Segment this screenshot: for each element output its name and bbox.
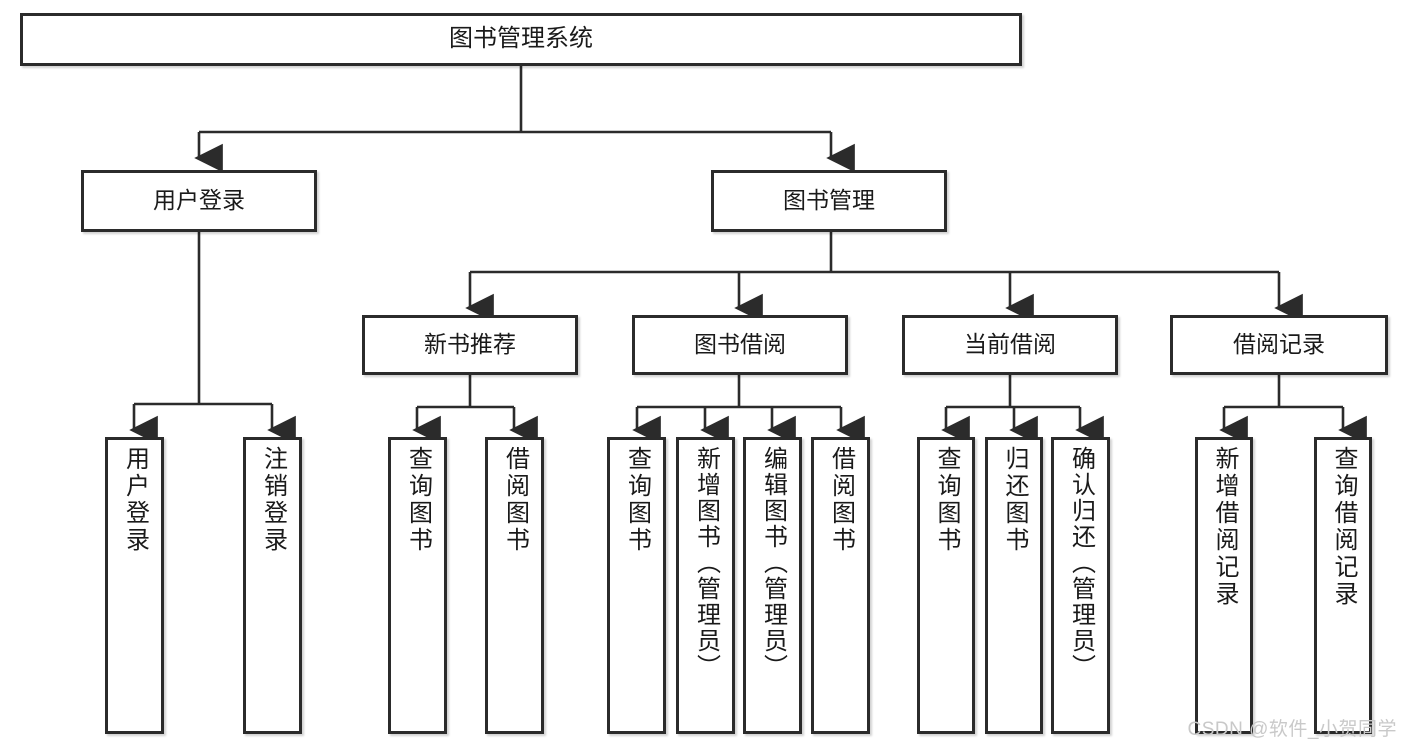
node-label: 图书管理系统 xyxy=(449,25,593,53)
leaf-current-borrow-return-book[interactable]: 归还图书 xyxy=(985,437,1043,734)
leaf-new-book-query-book[interactable]: 查询图书 xyxy=(388,437,447,734)
leaf-book-borrow-add-book-admin[interactable]: 新增图书（管理员） xyxy=(676,437,735,734)
node-label: 新书推荐 xyxy=(424,331,516,358)
csdn-watermark: CSDN @软件_小贺同学 xyxy=(1187,719,1397,740)
leaf-current-borrow-confirm-return-admin[interactable]: 确认归还（管理员） xyxy=(1051,437,1110,734)
node-label: 查询借阅记录 xyxy=(1330,446,1357,608)
node-label: 编辑图书（管理员） xyxy=(759,446,787,680)
node-label: 归还图书 xyxy=(1001,446,1028,554)
node-label: 用户登录 xyxy=(153,187,245,214)
node-label: 新增图书（管理员） xyxy=(692,446,720,680)
leaf-user-login-login[interactable]: 用户登录 xyxy=(105,437,164,734)
leaf-user-login-logout[interactable]: 注销登录 xyxy=(243,437,302,734)
node-current-borrow[interactable]: 当前借阅 xyxy=(902,315,1118,375)
node-borrow-record[interactable]: 借阅记录 xyxy=(1170,315,1388,375)
node-label: 图书管理 xyxy=(783,187,875,214)
node-label: 当前借阅 xyxy=(964,331,1056,358)
node-book-borrow[interactable]: 图书借阅 xyxy=(632,315,848,375)
node-label: 借阅记录 xyxy=(1233,331,1325,358)
node-label: 确认归还（管理员） xyxy=(1067,446,1095,680)
node-new-book-recommend[interactable]: 新书推荐 xyxy=(362,315,578,375)
node-book-management[interactable]: 图书管理 xyxy=(711,170,947,232)
leaf-new-book-borrow-book[interactable]: 借阅图书 xyxy=(485,437,544,734)
node-label: 借阅图书 xyxy=(501,446,529,554)
leaf-book-borrow-borrow-book[interactable]: 借阅图书 xyxy=(811,437,870,734)
node-label: 借阅图书 xyxy=(827,446,855,554)
leaf-borrow-record-add-record[interactable]: 新增借阅记录 xyxy=(1195,437,1253,734)
leaf-borrow-record-query-record[interactable]: 查询借阅记录 xyxy=(1314,437,1372,734)
node-label: 图书借阅 xyxy=(694,331,786,358)
node-label: 新增借阅记录 xyxy=(1211,446,1238,608)
node-label: 查询图书 xyxy=(933,446,960,554)
node-label: 查询图书 xyxy=(404,446,432,554)
node-label: 注销登录 xyxy=(259,446,287,554)
leaf-book-borrow-query-book[interactable]: 查询图书 xyxy=(607,437,666,734)
node-label: 查询图书 xyxy=(623,446,651,554)
leaf-current-borrow-query-book[interactable]: 查询图书 xyxy=(917,437,975,734)
node-label: 用户登录 xyxy=(121,446,149,554)
node-root-book-management-system[interactable]: 图书管理系统 xyxy=(20,13,1022,66)
node-user-login[interactable]: 用户登录 xyxy=(81,170,317,232)
leaf-book-borrow-edit-book-admin[interactable]: 编辑图书（管理员） xyxy=(743,437,802,734)
